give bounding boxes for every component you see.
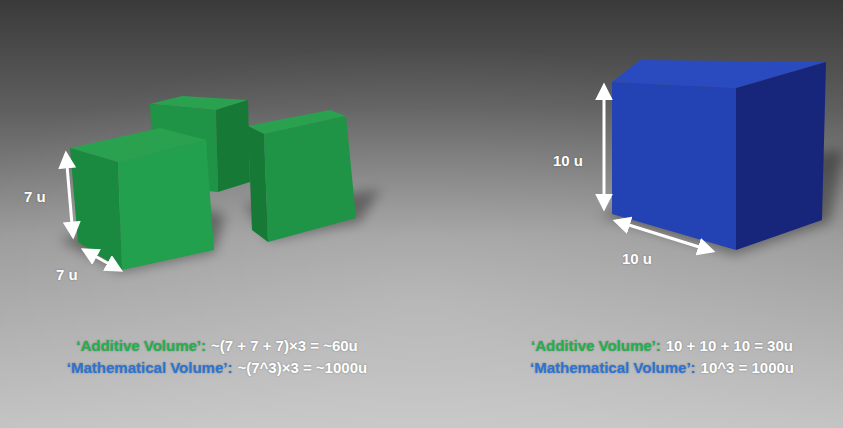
dimension-label: 7 u	[24, 188, 46, 206]
formula-value: ~(7 + 7 + 7)×3 = ~60u	[211, 337, 358, 355]
dimension-arrows	[66, 86, 712, 270]
formula-value: 10^3 = 1000u	[701, 359, 794, 377]
dimension-label: 10 u	[622, 250, 652, 268]
formula-title: ‘Mathematical Volume’:	[67, 359, 233, 377]
formula-title: ‘Additive Volume’:	[76, 337, 206, 355]
green-cube	[248, 110, 356, 242]
formula-value: ~(7^3)×3 = ~1000u	[237, 359, 367, 377]
dimension-label: 7 u	[56, 266, 78, 284]
formula-title: ‘Mathematical Volume’:	[530, 359, 696, 377]
formula-value: 10 + 10 + 10 = 30u	[666, 337, 793, 355]
dimension-label: 10 u	[553, 152, 583, 170]
formula-title: ‘Additive Volume’:	[531, 337, 661, 355]
blue-cube	[612, 60, 826, 250]
green-cube	[70, 128, 214, 270]
